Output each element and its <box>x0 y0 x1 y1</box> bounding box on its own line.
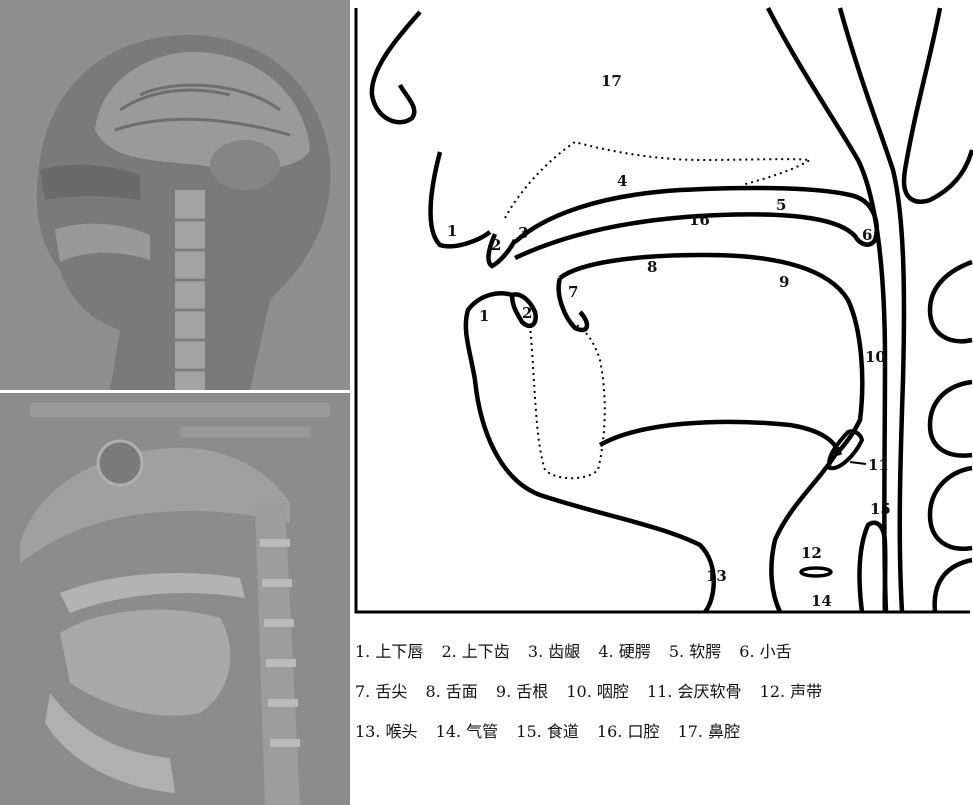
vertebra-5 <box>935 560 972 612</box>
vocal-organ-diagram: 17 4 5 1 2 3 16 6 8 9 7 1 2 10 11 15 12 … <box>354 0 973 615</box>
legend-item: 2. 上下齿 <box>441 632 509 672</box>
label-16: 16 <box>689 211 710 229</box>
label-1-upper: 1 <box>447 222 457 240</box>
legend-item: 5. 软腭 <box>669 632 721 672</box>
esophagus <box>860 523 886 612</box>
label-6: 6 <box>862 226 872 244</box>
head-section-illustration <box>0 0 350 390</box>
vocal-cords <box>801 568 831 576</box>
legend-item: 15. 食道 <box>516 712 579 752</box>
label-3: 3 <box>518 224 528 242</box>
label-2-lower: 2 <box>522 304 532 322</box>
legend-row-1: 1. 上下唇 2. 上下齿 3. 齿龈 4. 硬腭 5. 软腭 6. 小舌 <box>355 632 973 672</box>
label-12: 12 <box>801 544 822 562</box>
vertebra-4 <box>930 468 972 549</box>
head-section-photo <box>0 0 350 390</box>
label-4: 4 <box>617 172 627 190</box>
caption-smudge-2 <box>180 427 310 437</box>
label-11-pointer <box>850 462 866 464</box>
label-17: 17 <box>601 72 622 90</box>
tongue-top <box>560 255 862 455</box>
mandible-outline <box>530 322 605 478</box>
legend-item: 17. 鼻腔 <box>678 712 741 752</box>
label-5: 5 <box>776 196 786 214</box>
legend-item: 4. 硬腭 <box>598 632 650 672</box>
legend-row-2: 7. 舌尖 8. 舌面 9. 舌根 10. 咽腔 11. 会厌软骨 12. 声带 <box>355 672 973 712</box>
nasal-cavity-outline <box>505 142 810 218</box>
upper-lip <box>431 152 490 246</box>
legend-item: 10. 咽腔 <box>566 672 629 712</box>
label-7: 7 <box>568 283 578 301</box>
legend-item: 11. 会厌软骨 <box>647 672 742 712</box>
legend-item: 1. 上下唇 <box>355 632 423 672</box>
lower-lip-jaw <box>466 293 714 612</box>
label-2-upper: 2 <box>491 236 501 254</box>
legend-item: 6. 小舌 <box>739 632 791 672</box>
legend-item: 13. 喉头 <box>355 712 418 752</box>
vocal-organ-svg: 17 4 5 1 2 3 16 6 8 9 7 1 2 10 11 15 12 … <box>354 0 973 615</box>
legend-row-3: 13. 喉头 14. 气管 15. 食道 16. 口腔 17. 鼻腔 <box>355 712 973 752</box>
label-11: 11 <box>868 456 889 474</box>
legend-item: 9. 舌根 <box>496 672 548 712</box>
legend: 1. 上下唇 2. 上下齿 3. 齿龈 4. 硬腭 5. 软腭 6. 小舌 7.… <box>355 632 973 752</box>
label-1-lower: 1 <box>479 307 489 325</box>
vertebra-3 <box>930 382 972 456</box>
label-14: 14 <box>811 592 832 610</box>
legend-item: 8. 舌面 <box>425 672 477 712</box>
legend-item: 16. 口腔 <box>597 712 660 752</box>
label-8: 8 <box>647 258 657 276</box>
label-10: 10 <box>865 348 886 366</box>
tongue-base <box>600 422 840 455</box>
anatomical-illustration <box>0 393 350 805</box>
nose-outline <box>372 12 420 122</box>
caption-smudge <box>30 403 330 417</box>
label-9: 9 <box>779 273 789 291</box>
larynx-front <box>771 455 835 612</box>
legend-item: 3. 齿龈 <box>528 632 580 672</box>
legend-item: 12. 声带 <box>760 672 823 712</box>
label-13: 13 <box>706 567 727 585</box>
anatomy-drawing <box>0 393 350 805</box>
legend-item: 7. 舌尖 <box>355 672 407 712</box>
legend-item: 14. 气管 <box>436 712 499 752</box>
vertebra-2 <box>930 262 972 341</box>
label-15: 15 <box>870 500 891 518</box>
vertebra-top <box>904 8 972 202</box>
